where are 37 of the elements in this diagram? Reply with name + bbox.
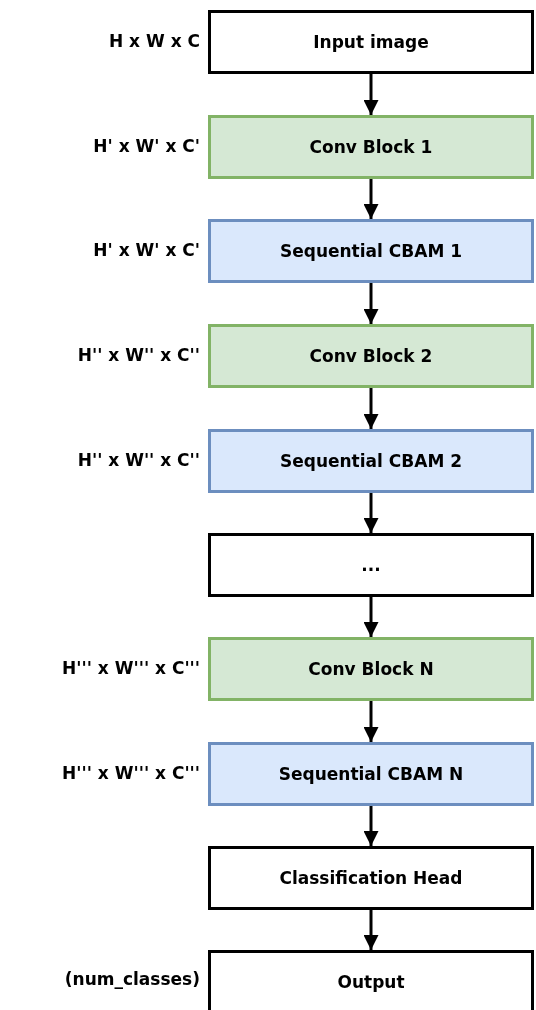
- arrow: [363, 388, 379, 429]
- process-box: [208, 324, 534, 388]
- arrow: [363, 597, 379, 637]
- tensor-shape-label: H''' x W''' x C''': [62, 658, 200, 678]
- box-label: Output: [337, 971, 405, 992]
- process-box: [208, 846, 534, 910]
- box-label: Input image: [313, 32, 429, 52]
- arrow: [363, 179, 379, 219]
- arrow: [363, 701, 379, 742]
- process-box: [208, 219, 534, 283]
- process-box: [208, 637, 534, 701]
- box-label: Classification Head: [279, 868, 463, 888]
- process-box: [208, 533, 534, 597]
- arrow: [363, 493, 379, 533]
- tensor-shape-label: H' x W' x C': [93, 136, 200, 156]
- process-box: [208, 115, 534, 179]
- arrow: [363, 910, 379, 950]
- box-label: Conv Block N: [308, 659, 434, 679]
- tensor-shape-label: H''' x W''' x C''': [62, 763, 200, 783]
- process-box: [208, 742, 534, 806]
- process-box: [208, 429, 534, 493]
- box-label: Sequential CBAM 2: [279, 451, 463, 471]
- tensor-shape-label: H x W x C: [108, 31, 200, 51]
- box-label: Sequential CBAM N: [278, 764, 464, 784]
- box-label: Sequential CBAM 1: [279, 241, 463, 261]
- arrow: [363, 806, 379, 846]
- tensor-shape-label: H'' x W'' x C'': [77, 345, 200, 365]
- tensor-shape-label: H'' x W'' x C'': [77, 450, 200, 470]
- process-box: [208, 10, 534, 74]
- tensor-shape-label: (num_classes): [64, 969, 200, 989]
- process-box: [208, 950, 534, 1010]
- box-label: Conv Block 1: [309, 137, 433, 157]
- arrow: [363, 283, 379, 324]
- arrow: [363, 74, 379, 115]
- box-label: ...: [361, 555, 381, 575]
- box-label: Conv Block 2: [309, 346, 433, 366]
- tensor-shape-label: H' x W' x C': [93, 240, 200, 260]
